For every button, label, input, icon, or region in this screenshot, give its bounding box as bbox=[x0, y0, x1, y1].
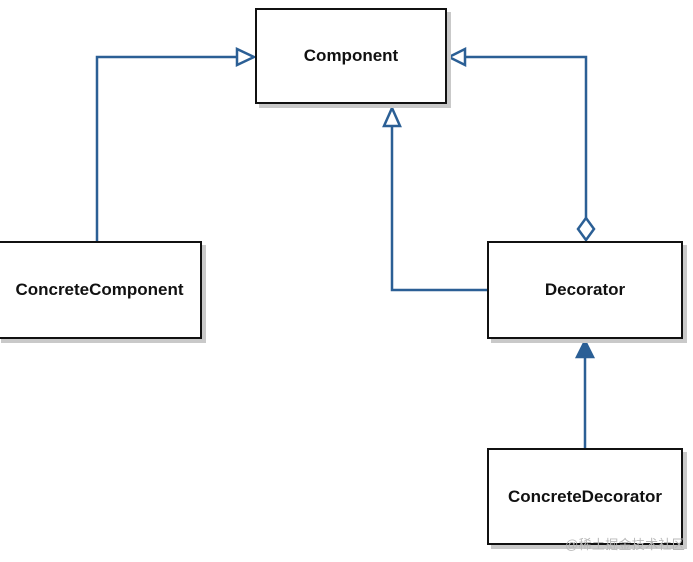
concrete-component-hollow-arrowhead bbox=[235, 47, 257, 67]
class-label-component: Component bbox=[303, 46, 399, 65]
class-label-decorator: Decorator bbox=[544, 280, 626, 299]
class-label-concrete-decorator: ConcreteDecorator bbox=[508, 486, 662, 506]
concrete-component-generalization-line bbox=[95, 55, 237, 241]
class-box-concrete-component: ConcreteComponent bbox=[0, 241, 202, 339]
class-box-concrete-decorator: ConcreteDecorator bbox=[487, 448, 683, 545]
class-label-concrete-component: ConcreteComponent bbox=[15, 280, 184, 299]
class-box-decorator: Decorator bbox=[487, 241, 683, 339]
decorator-hollow-arrowhead bbox=[382, 104, 402, 128]
decorator-generalization-line bbox=[390, 126, 487, 292]
decorator-aggregation-line bbox=[465, 55, 588, 218]
decorator-component-hollow-arrowhead bbox=[446, 46, 467, 68]
watermark-text: @稀土掘金技术社区 bbox=[565, 537, 685, 552]
concrete-decorator-filled-arrowhead bbox=[574, 338, 596, 359]
class-box-component: Component bbox=[255, 8, 447, 104]
aggregation-diamond bbox=[576, 215, 596, 243]
